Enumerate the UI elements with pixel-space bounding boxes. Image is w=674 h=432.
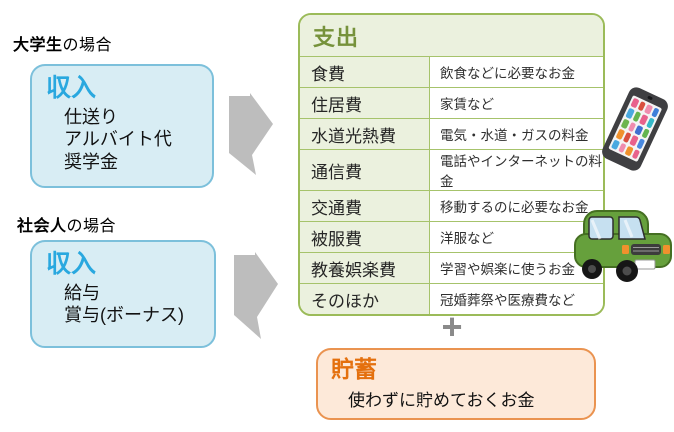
expense-row: そのほか 冠婚葬祭や医療費など	[300, 284, 603, 314]
smartphone-illustration	[599, 84, 671, 174]
expense-row: 住居費 家賃など	[300, 88, 603, 119]
expense-description: 洋服など	[430, 222, 603, 252]
expense-category: 食費	[300, 57, 430, 87]
expense-row: 交通費 移動するのに必要なお金	[300, 191, 603, 222]
car-illustration	[574, 210, 672, 282]
app-icon	[640, 127, 650, 139]
worker-income-title: 収入	[46, 250, 97, 278]
income-item: 賞与(ボーナス)	[64, 305, 184, 326]
worker-income-items: 給与賞与(ボーナス)	[64, 282, 202, 327]
expense-description: 学習や娯楽に使うお金	[430, 253, 603, 283]
plus-icon: +	[441, 306, 463, 347]
income-item: 仕送り	[64, 106, 118, 127]
student-income-box: 収入 仕送りアルバイト代奨学金	[30, 64, 214, 188]
savings-box: 貯蓄 使わずに貯めておくお金	[316, 348, 596, 420]
app-icon	[650, 107, 660, 119]
student-case-label-bold: 大学生	[13, 37, 63, 54]
expense-category: 住居費	[300, 88, 430, 118]
income-item: 奨学金	[64, 152, 118, 173]
student-case-label-rest: の場合	[62, 37, 113, 54]
app-icon	[645, 117, 655, 129]
expense-row: 教養娯楽費 学習や娯楽に使うお金	[300, 253, 603, 284]
expense-row: 食費 飲食などに必要なお金	[300, 57, 603, 88]
worker-income-box: 収入 給与賞与(ボーナス)	[30, 240, 216, 348]
phone-app-grid	[608, 95, 663, 163]
expense-description: 電気・水道・ガスの料金	[430, 119, 603, 149]
expense-category: 教養娯楽費	[300, 253, 430, 283]
expense-row: 被服費 洋服など	[300, 222, 603, 253]
app-icon	[631, 148, 641, 160]
student-income-items: 仕送りアルバイト代奨学金	[64, 106, 200, 174]
worker-case-label: 社会人の場合	[17, 212, 116, 236]
expense-description: 移動するのに必要なお金	[430, 191, 603, 221]
savings-title: 貯蓄	[331, 356, 377, 382]
expense-category: 交通費	[300, 191, 430, 221]
student-income-title: 収入	[46, 74, 97, 102]
expense-description: 飲食などに必要なお金	[430, 57, 603, 87]
worker-case-label-bold: 社会人	[17, 218, 67, 235]
student-case-label: 大学生の場合	[13, 31, 112, 55]
savings-description: 使わずに貯めておくお金	[348, 390, 535, 410]
expense-row: 通信費 電話やインターネットの料金	[300, 150, 603, 191]
expense-description: 電話やインターネットの料金	[430, 150, 603, 190]
expense-category: 水道光熱費	[300, 119, 430, 149]
expense-description: 冠婚葬祭や医療費など	[430, 284, 603, 314]
income-item: 給与	[64, 282, 100, 303]
expense-table-title: 支出	[300, 15, 603, 57]
expense-row: 水道光熱費 電気・水道・ガスの料金	[300, 119, 603, 150]
expense-category: そのほか	[300, 284, 430, 314]
worker-case-label-rest: の場合	[66, 218, 117, 235]
expense-rows: 食費 飲食などに必要なお金 住居費 家賃など 水道光熱費 電気・水道・ガスの料金…	[300, 57, 603, 314]
right-block-arrow-icon	[234, 252, 278, 339]
income-item: アルバイト代	[64, 129, 172, 150]
expense-category: 通信費	[300, 150, 430, 190]
right-block-arrow-icon	[229, 93, 273, 175]
expense-description: 家賃など	[430, 88, 603, 118]
expense-table: 支出 食費 飲食などに必要なお金 住居費 家賃など 水道光熱費 電気・水道・ガス…	[298, 13, 605, 316]
expense-category: 被服費	[300, 222, 430, 252]
phone-camera	[647, 95, 653, 101]
app-icon	[636, 138, 646, 150]
